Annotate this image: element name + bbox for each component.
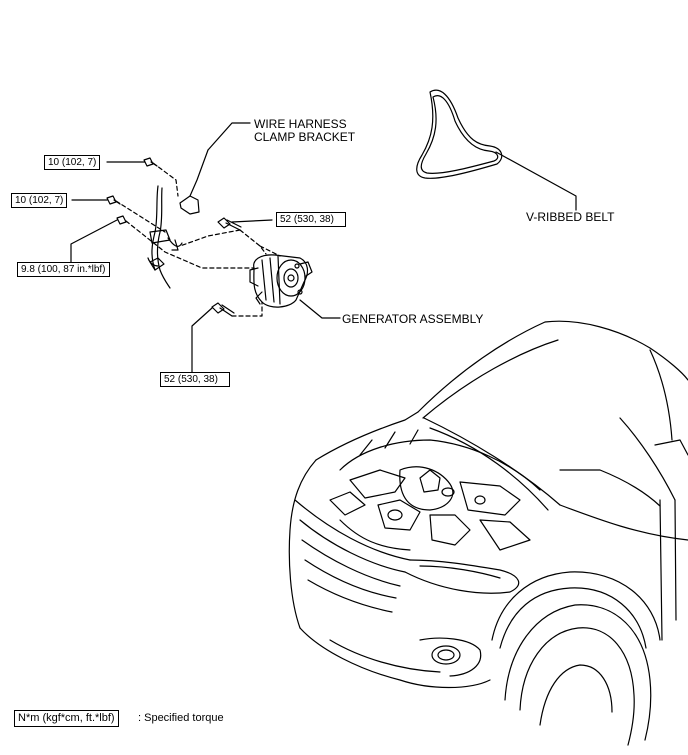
legend-unit-box: N*m (kgf*cm, ft.*lbf) <box>14 710 119 727</box>
v-ribbed-belt-label: V-RIBBED BELT <box>526 210 615 224</box>
assembly-guide-lines <box>115 162 281 317</box>
torque-box-bolt-upper: 52 (530, 38) <box>276 212 346 227</box>
wire-harness-clamp-bracket-label: WIRE HARNESS CLAMP BRACKET <box>254 117 356 144</box>
generator-assembly-label: GENERATOR ASSEMBLY <box>342 312 484 326</box>
vehicle-drawing <box>288 320 688 746</box>
legend-description: : Specified torque <box>138 712 224 724</box>
wire-harness-drawing <box>147 185 183 289</box>
torque-box-bolt-1: 10 (102, 7) <box>44 155 101 170</box>
bolt-lower <box>211 302 235 317</box>
v-ribbed-belt-drawing <box>416 89 503 179</box>
torque-box-bolt-2: 10 (102, 7) <box>11 193 68 208</box>
nut-small <box>116 215 127 225</box>
bolt-upper-right <box>217 217 242 231</box>
torque-box-bolt-lower: 52 (530, 38) <box>160 372 230 387</box>
clamp-bracket-drawing <box>179 149 209 215</box>
generator-drawing <box>249 254 313 308</box>
torque-box-nut: 9.8 (100, 87 in.*lbf) <box>17 262 110 277</box>
